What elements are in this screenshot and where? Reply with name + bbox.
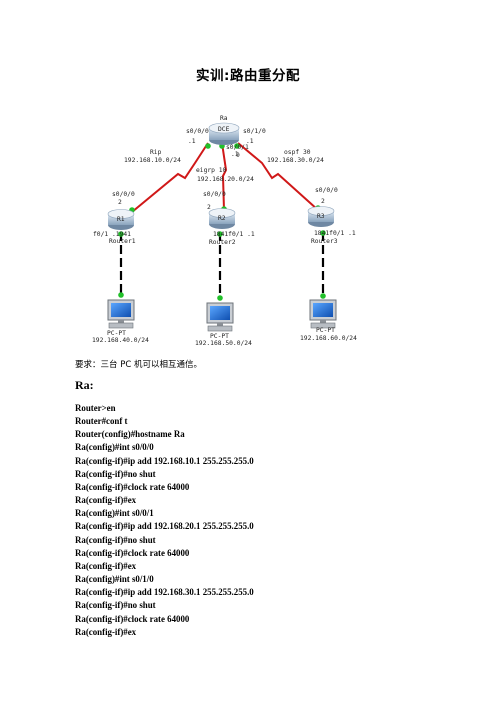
command-line: Ra(config)#int s0/1/0: [75, 574, 154, 585]
pc-3-label: PC-PT: [316, 327, 335, 334]
section-heading-ra: Ra:: [75, 378, 94, 392]
router-ra-badge: DCE: [218, 126, 230, 133]
router2-f01-label: 1841f0/1 .1: [213, 231, 255, 238]
pc-3[interactable]: PC-PT 192.168.60.0/24: [300, 299, 357, 342]
rip-network: 192.168.10.0/24: [124, 157, 181, 164]
command-line: Ra(config-if)#ip add 192.168.20.1 255.25…: [75, 521, 254, 532]
router-1-icon-label: R1: [117, 216, 125, 223]
command-line: Ra(config-if)#ip add 192.168.30.1 255.25…: [75, 587, 254, 598]
ethernet-links: [119, 232, 325, 300]
ra-s001-host: .1: [231, 151, 239, 158]
ra-s001-label: s0/0/1: [226, 144, 249, 151]
command-line: Router(config)#hostname Ra: [75, 429, 185, 440]
command-line: Router#conf t: [75, 416, 128, 427]
serial-link-ra-router2: [221, 142, 228, 211]
command-line: Ra(config-if)#clock rate 64000: [75, 547, 190, 558]
ospf-network: 192.168.30.0/24: [267, 157, 324, 164]
command-line: Ra(config-if)#no shut: [75, 534, 156, 545]
command-line: Ra(config-if)#no shut: [75, 600, 156, 611]
router2-s000-label: s0/0/0: [203, 191, 226, 198]
pc-2[interactable]: PC-PT 192.168.50.0/24: [195, 302, 252, 347]
router-1[interactable]: R1 Router1: [107, 209, 136, 246]
command-line: Ra(config-if)#ex: [75, 626, 137, 637]
serial-link-ra-router1: [131, 142, 209, 213]
router-3-icon-label: R3: [317, 213, 325, 220]
pc-2-label: PC-PT: [210, 333, 229, 340]
page-title: 实训:路由重分配: [196, 68, 300, 84]
ra-s010-host: .1: [246, 138, 254, 145]
router1-s000-label: s0/0/0: [112, 191, 135, 198]
serial-links: [131, 142, 319, 213]
ra-s000-label: s0/0/0: [186, 128, 209, 135]
router3-s000-label: s0/0/0: [315, 187, 338, 194]
router3-f01-label: 1841f0/1 .1: [314, 230, 356, 237]
router-2-icon-label: R2: [218, 215, 226, 222]
eigrp-network: 192.168.20.0/24: [197, 176, 254, 183]
router-2-name: Router2: [209, 239, 236, 246]
router3-s000-host: 2: [321, 198, 325, 205]
network-topology-diagram: Ra DCE R1 Router1 R2 Router2 R3 Router3 …: [92, 115, 357, 347]
command-line: Ra(config-if)#ex: [75, 495, 137, 506]
command-line: Router>en: [75, 403, 116, 413]
router-ra[interactable]: Ra DCE: [208, 115, 240, 145]
pc-1-label: PC-PT: [107, 330, 126, 337]
command-line: Ra(config-if)#clock rate 64000: [75, 481, 190, 492]
router-2[interactable]: R2 Router2: [208, 208, 236, 247]
ra-s010-label: s0/1/0: [243, 128, 266, 135]
requirement-text: 要求：三台 PC 机可以相互通信。: [75, 360, 202, 370]
command-line: Ra(config)#int s0/0/1: [75, 508, 154, 519]
pc-2-network: 192.168.50.0/24: [195, 340, 252, 347]
router1-s000-host: 2: [118, 199, 122, 206]
rip-label: Rip: [150, 149, 162, 156]
eigrp-label: eigrp 10: [196, 167, 227, 174]
pc-1-network: 192.168.40.0/24: [92, 337, 149, 344]
command-line: Ra(config-if)#ex: [75, 560, 137, 571]
interface-labels: s0/0/0 .1 s0/1/0 .1 s0/0/1 .1 0 Rip 192.…: [93, 128, 356, 238]
command-line: Ra(config-if)#no shut: [75, 468, 156, 479]
ospf-label: ospf 30: [284, 149, 311, 156]
command-line: Ra(config-if)#ip add 192.168.10.1 255.25…: [75, 455, 254, 466]
command-line: Ra(config-if)#clock rate 64000: [75, 613, 190, 624]
command-list: Router>en Router#conf t Router(config)#h…: [75, 402, 254, 639]
router-3[interactable]: R3 Router3: [307, 206, 338, 246]
ra-s001-extra: 0: [236, 152, 240, 159]
ra-s000-host: .1: [188, 138, 196, 145]
router1-f01-label: f0/1 .1941: [93, 231, 131, 238]
router-3-name: Router3: [311, 238, 338, 245]
serial-link-ra-router3: [237, 142, 319, 211]
router-ra-name: Ra: [220, 115, 228, 122]
router2-s000-host: 2: [207, 204, 211, 211]
pc-3-network: 192.168.60.0/24: [300, 335, 357, 342]
command-line: Ra(config)#int s0/0/0: [75, 442, 154, 453]
pc-1[interactable]: PC-PT 192.168.40.0/24: [92, 299, 149, 344]
router-1-name: Router1: [109, 238, 136, 245]
